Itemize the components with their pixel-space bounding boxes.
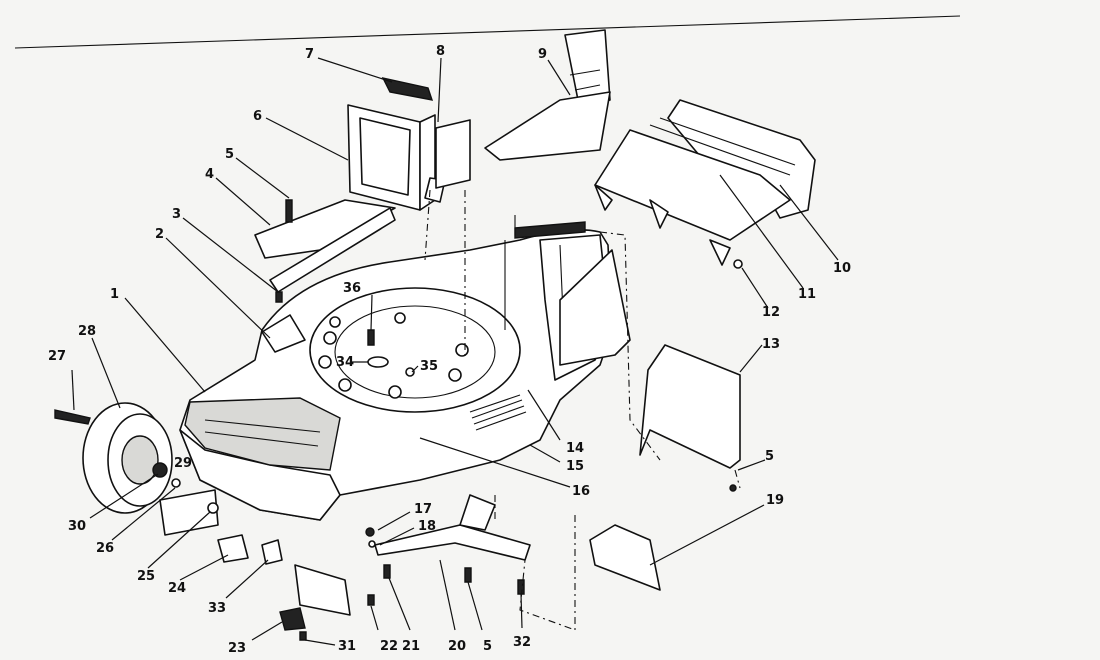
part-28-wheel	[82, 402, 173, 514]
callout-21: 21	[402, 639, 420, 654]
part-34-washer	[367, 356, 389, 368]
callout-5-right: 5	[765, 449, 774, 464]
leader-lines	[71, 57, 839, 646]
part-10-grass-catcher	[594, 99, 816, 266]
part-36-bolt	[367, 329, 375, 346]
part-23-knob	[279, 607, 306, 631]
callout-36: 36	[343, 281, 361, 296]
part-9-deflector	[484, 29, 611, 161]
callout-1: 1	[110, 287, 119, 302]
callout-5-bottom: 5	[483, 639, 492, 654]
part-13-side-panel	[639, 344, 741, 469]
part-8-cover	[435, 119, 471, 189]
callout-5-top: 5	[225, 147, 234, 162]
callout-27: 27	[48, 349, 66, 364]
part-35-nut	[405, 367, 415, 377]
callout-33: 33	[208, 601, 226, 616]
callout-16: 16	[572, 484, 590, 499]
callout-19: 19	[766, 493, 784, 508]
callout-11: 11	[798, 287, 816, 302]
part-25-nut	[207, 502, 219, 514]
part-6-chute-frame	[347, 104, 446, 211]
part-22-screw	[367, 594, 375, 606]
callout-3: 3	[172, 207, 181, 222]
callout-26: 26	[96, 541, 114, 556]
callout-23: 23	[228, 641, 246, 656]
part-3-bolt	[275, 291, 283, 303]
callout-20: 20	[448, 639, 466, 654]
part-5-bolt-top	[285, 199, 293, 223]
callout-32: 32	[513, 635, 531, 650]
callout-35: 35	[420, 359, 438, 374]
callout-labels: 1 2 3 4 5 6 7 8 9 10 11 12 13 5 14 15 16…	[48, 44, 851, 656]
part-2-bracket	[261, 314, 306, 353]
part-17-nut	[365, 527, 375, 537]
part-29-washer	[171, 478, 181, 488]
part-12-clip	[733, 259, 743, 269]
callout-17: 17	[414, 502, 432, 517]
part-31-screw	[299, 631, 307, 641]
callout-4: 4	[205, 167, 214, 182]
callout-30: 30	[68, 519, 86, 534]
callout-9: 9	[538, 47, 547, 62]
callout-34: 34	[336, 355, 354, 370]
callout-15: 15	[566, 459, 584, 474]
part-26-axle-bracket	[159, 489, 219, 536]
part-27-wheel-bolt	[54, 409, 91, 425]
callout-18: 18	[418, 519, 436, 534]
callout-8: 8	[436, 44, 445, 59]
callout-12: 12	[762, 305, 780, 320]
callout-10: 10	[833, 261, 851, 276]
part-30-hub-cap	[152, 462, 168, 478]
callout-22: 22	[380, 639, 398, 654]
front-bumper	[184, 397, 341, 471]
part-19-bracket	[589, 524, 661, 591]
cutting-chamber	[309, 287, 521, 413]
part-33-spacer	[261, 539, 283, 565]
part-20-lever	[374, 524, 531, 561]
callout-25: 25	[137, 569, 155, 584]
part-24-sleeve	[217, 534, 249, 563]
callout-14: 14	[566, 441, 584, 456]
callout-28: 28	[78, 324, 96, 339]
part-21-screw	[383, 564, 391, 579]
callout-31: 31	[338, 639, 356, 654]
deck-housing	[179, 215, 631, 521]
part-5-bolt-bottom	[464, 567, 472, 583]
part-32-bolt	[517, 579, 525, 595]
callout-24: 24	[168, 581, 186, 596]
callout-29: 29	[174, 456, 192, 471]
part-5-bolt-right	[729, 484, 737, 492]
callout-7: 7	[305, 47, 314, 62]
height-adjuster-plate	[294, 564, 351, 616]
top-border-line	[14, 15, 961, 49]
part-18-washer	[368, 540, 376, 548]
callout-13: 13	[762, 337, 780, 352]
part-7-latch	[381, 76, 434, 101]
callout-2: 2	[155, 227, 164, 242]
callout-6: 6	[253, 109, 262, 124]
